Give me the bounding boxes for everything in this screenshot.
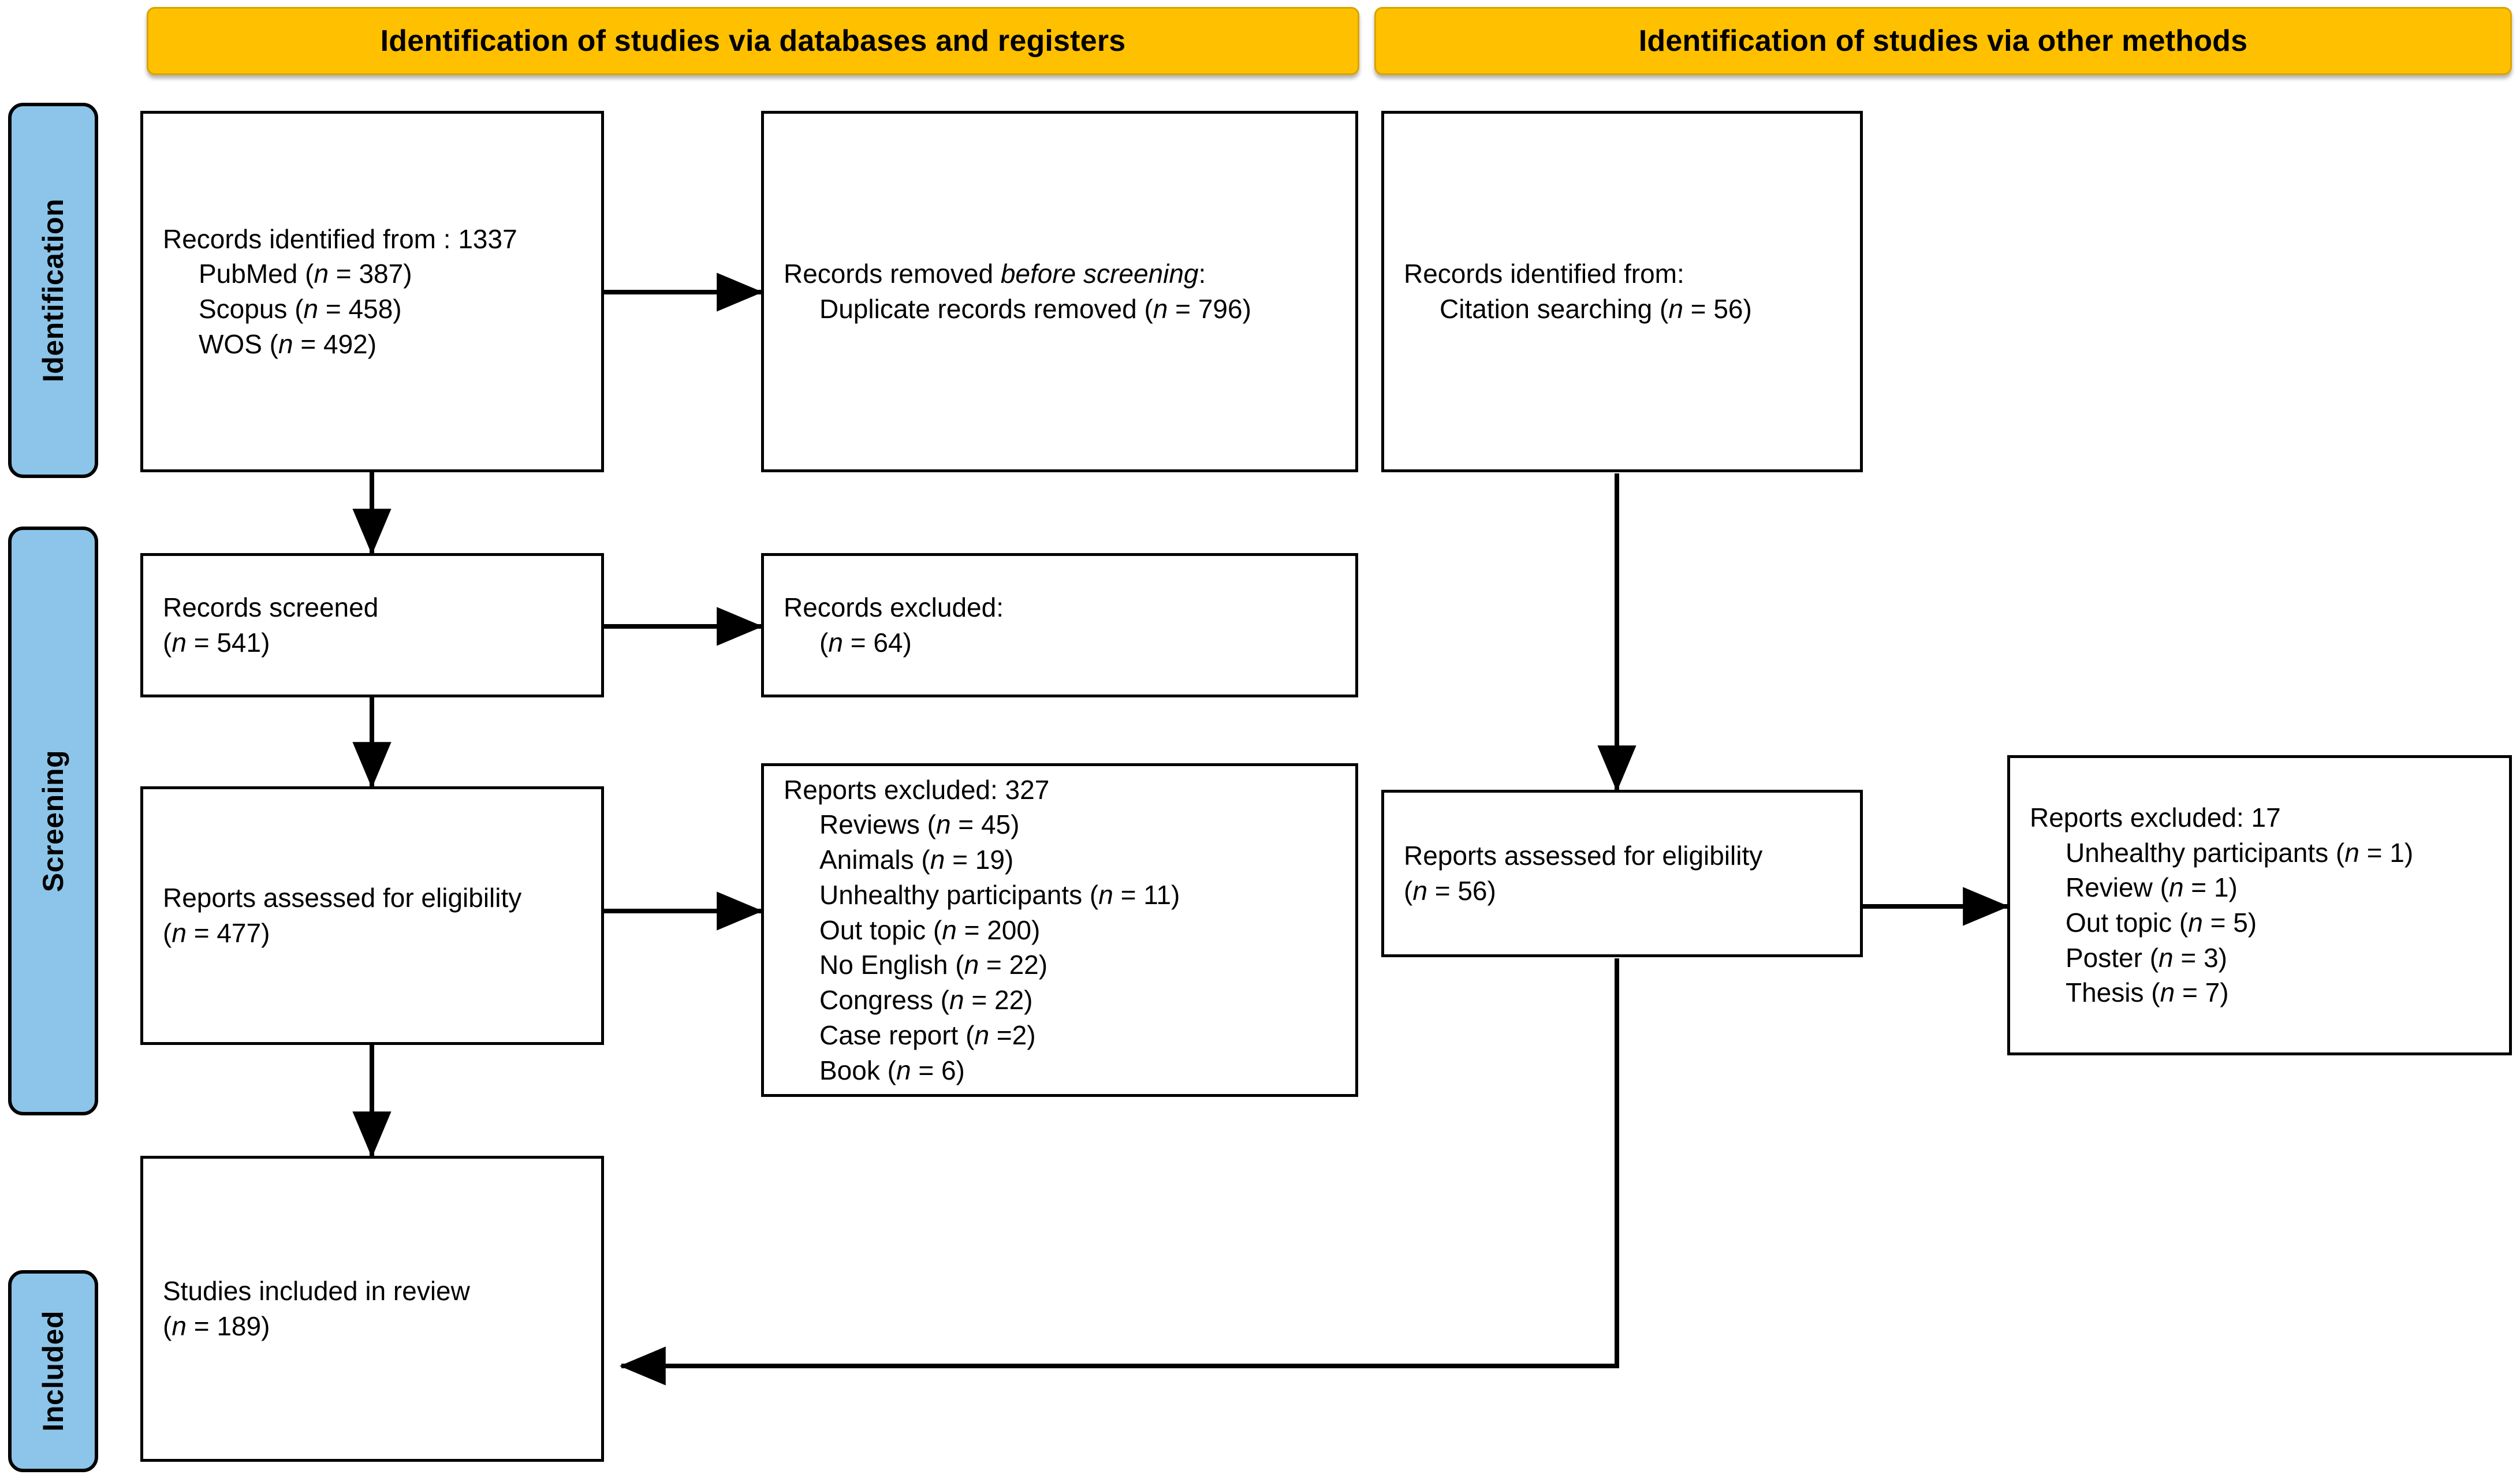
box-records-removed: Records removed before screening: Duplic… — [761, 111, 1358, 472]
box-studies-included: Studies included in review (n = 189) — [140, 1156, 604, 1462]
box-reports-excluded-other: Reports excluded: 17 Unhealthy participa… — [2007, 755, 2512, 1055]
flow-line: Case report (n =2) — [819, 1020, 1036, 1050]
box-records-identified: Records identified from : 1337 PubMed (n… — [140, 111, 604, 472]
flow-line: (n = 541) — [163, 628, 270, 658]
flow-line: WOS (n = 492) — [199, 328, 377, 359]
header-databases-and-registers: Identification of studies via databases … — [147, 7, 1359, 75]
box-records-identified-other-content: Records identified from: Citation search… — [1384, 256, 1860, 326]
flow-line: Records excluded: — [784, 592, 1004, 623]
box-records-excluded-content: Records excluded: (n = 64) — [764, 590, 1355, 660]
flow-line: Poster (n = 3) — [2066, 942, 2227, 973]
flow-line: Reports excluded: 327 — [784, 774, 1050, 805]
flow-line: PubMed (n = 387) — [199, 259, 412, 289]
flow-line: Duplicate records removed (n = 796) — [819, 294, 1251, 324]
flow-line: Thesis (n = 7) — [2066, 977, 2229, 1008]
header-databases-label: Identification of studies via databases … — [380, 24, 1126, 58]
phase-label-screening: Screening — [37, 749, 69, 893]
box-records-screened-content: Records screened (n = 541) — [143, 590, 601, 660]
flow-line: Scopus (n = 458) — [199, 294, 402, 324]
flow-line: Records identified from: — [1404, 259, 1684, 289]
flow-line: Records identified from : 1337 — [163, 223, 517, 254]
phase-label-included: Included — [37, 1311, 69, 1432]
box-records-excluded: Records excluded: (n = 64) — [761, 553, 1358, 697]
box-reports-excluded-other-content: Reports excluded: 17 Unhealthy participa… — [2010, 800, 2509, 1010]
flow-line: (n = 189) — [163, 1311, 270, 1341]
box-reports-excluded-content: Reports excluded: 327 Reviews (n = 45) A… — [764, 772, 1355, 1088]
flow-line: Out topic (n = 5) — [2066, 908, 2257, 938]
box-reports-assessed-content: Reports assessed for eligibility (n = 47… — [143, 880, 601, 950]
flow-line: (n = 64) — [819, 628, 912, 658]
phase-bar-screening: Screening — [8, 527, 98, 1115]
box-reports-assessed-other-content: Reports assessed for eligibility (n = 56… — [1384, 838, 1860, 908]
phase-label-identification: Identification — [37, 198, 69, 383]
flow-line: Reports assessed for eligibility — [163, 883, 522, 913]
flow-line: (n = 56) — [1404, 876, 1496, 906]
phase-bar-identification: Identification — [8, 103, 98, 478]
flow-line: Congress (n = 22) — [819, 985, 1033, 1016]
flow-line: Book (n = 6) — [819, 1055, 965, 1085]
flow-line: Records removed before screening: — [784, 259, 1206, 289]
flow-line: Unhealthy participants (n = 1) — [2066, 837, 2414, 868]
flow-line: Out topic (n = 200) — [819, 914, 1041, 945]
box-studies-included-content: Studies included in review (n = 189) — [143, 1274, 601, 1343]
flow-line: Unhealthy participants (n = 11) — [819, 879, 1180, 910]
box-reports-assessed: Reports assessed for eligibility (n = 47… — [140, 786, 604, 1045]
flow-line: Animals (n = 19) — [819, 845, 1014, 875]
box-records-identified-content: Records identified from : 1337 PubMed (n… — [143, 222, 601, 362]
flow-line: Review (n = 1) — [2066, 872, 2238, 903]
box-reports-excluded: Reports excluded: 327 Reviews (n = 45) A… — [761, 763, 1358, 1097]
header-other-methods: Identification of studies via other meth… — [1374, 7, 2512, 75]
flow-line: Records screened — [163, 592, 379, 623]
flow-line: Reports excluded: 17 — [2030, 802, 2281, 833]
flow-line: Reports assessed for eligibility — [1404, 841, 1763, 871]
box-records-screened: Records screened (n = 541) — [140, 553, 604, 697]
box-reports-assessed-other: Reports assessed for eligibility (n = 56… — [1381, 790, 1863, 957]
box-records-identified-other: Records identified from: Citation search… — [1381, 111, 1863, 472]
header-other-methods-label: Identification of studies via other meth… — [1638, 24, 2248, 58]
flow-line: (n = 477) — [163, 918, 270, 948]
flow-line: No English (n = 22) — [819, 950, 1048, 980]
flow-line: Studies included in review — [163, 1276, 470, 1306]
phase-bar-included: Included — [8, 1270, 98, 1472]
box-records-removed-content: Records removed before screening: Duplic… — [764, 256, 1355, 326]
flow-line: Citation searching (n = 56) — [1440, 294, 1752, 324]
flow-line: Reviews (n = 45) — [819, 809, 1020, 840]
